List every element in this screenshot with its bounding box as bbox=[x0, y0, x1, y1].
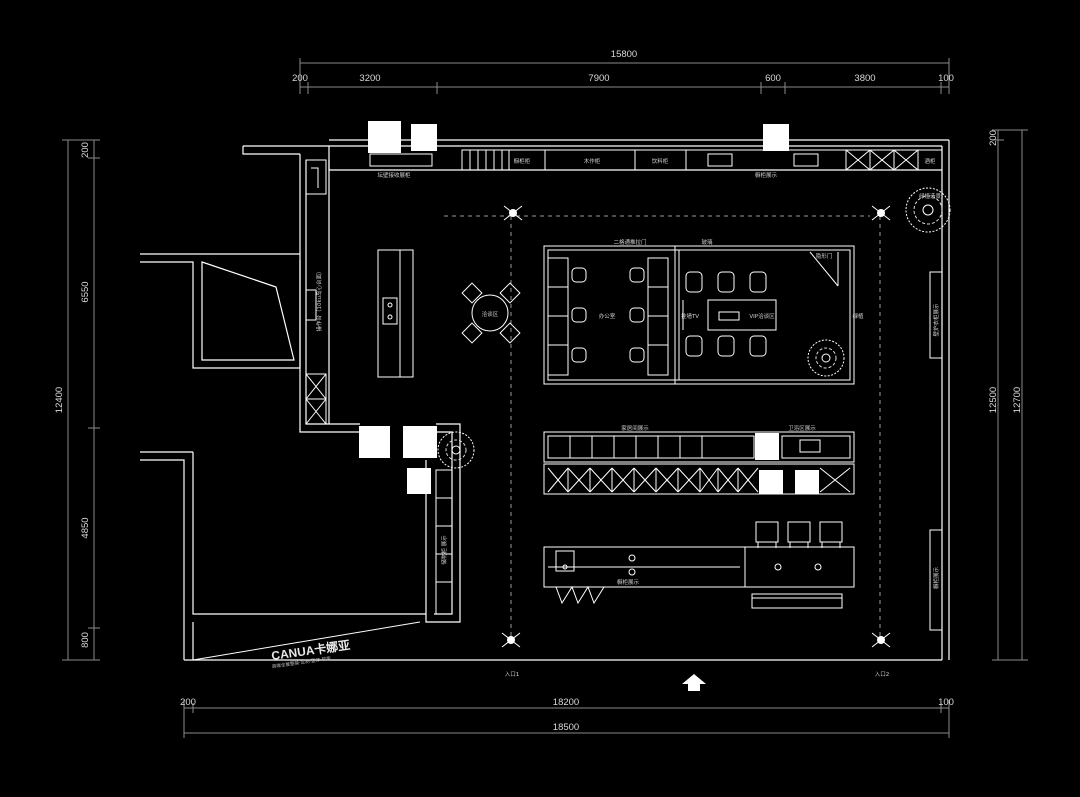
label-cabinet-3: 饮料柜 bbox=[652, 157, 669, 165]
label-left-wall-display: 储物柜 展示 bbox=[440, 535, 448, 565]
dim-right-inner: 12500 bbox=[988, 387, 999, 413]
left-lower-storage: 储物柜 展示 bbox=[435, 469, 453, 615]
label-vip: VIP洽谈区 bbox=[749, 312, 775, 320]
label-cabinet-5: 酒柜 bbox=[924, 157, 936, 165]
dim-left-seg-2: 6550 bbox=[80, 281, 91, 302]
dim-top-seg-6: 100 bbox=[938, 73, 954, 84]
spotlight-icon bbox=[871, 205, 891, 221]
entrance-1-label: 入口1 bbox=[505, 671, 520, 678]
cabinet-display-counter: 橱柜展示 bbox=[543, 521, 855, 609]
spotlight-icon bbox=[501, 632, 521, 648]
label-cabinet-4: 橱柜展示 bbox=[755, 171, 778, 179]
right-wall-displays: 壁炉衣柜展示 橱柜展示 bbox=[929, 271, 943, 631]
brand-logo: CANUA卡娜亚 高端全屋整装·定制·整体·软装 bbox=[270, 637, 351, 670]
dim-left-seg-4: 800 bbox=[80, 632, 91, 648]
up-arrow-icon bbox=[682, 674, 706, 691]
spotlight-icon bbox=[871, 632, 891, 648]
dim-right-outer: 12700 bbox=[1012, 387, 1023, 413]
label-office: 办公室 bbox=[599, 312, 616, 320]
dim-right-top: 200 bbox=[988, 130, 999, 146]
label-right-wall-display: 壁炉衣柜展示 bbox=[932, 303, 940, 337]
dim-top-seg-3: 7900 bbox=[588, 73, 609, 84]
right-dimensions: 200 12500 12700 bbox=[988, 129, 1028, 661]
dim-bottom-seg-2: 18200 bbox=[553, 697, 579, 708]
top-cabinet-row: 橱柜柜 木作柜 饮料柜 橱柜展示 酒柜 坛壁接收展柜 bbox=[369, 149, 943, 179]
columns bbox=[359, 121, 819, 494]
label-right-lower-display: 橱柜展示 bbox=[932, 567, 940, 590]
label-cabinet-1: 橱柜柜 bbox=[514, 157, 531, 165]
dim-bottom-seg-3: 100 bbox=[938, 697, 954, 708]
display-rows: 家居间展示 卫浴区展示 bbox=[543, 424, 855, 495]
tree-icon bbox=[807, 339, 845, 377]
kitchen-island bbox=[377, 249, 414, 378]
label-planter: 绿植 bbox=[852, 312, 864, 320]
spotlight-icon bbox=[503, 205, 523, 221]
dim-left-seg-3: 4850 bbox=[80, 517, 91, 538]
label-tv: 挂墙TV bbox=[681, 312, 699, 320]
label-storage-top: 坛壁接收展柜 bbox=[377, 171, 411, 179]
dim-top-seg-1: 200 bbox=[292, 73, 308, 84]
tree-icon: 绿植造景 bbox=[905, 187, 951, 233]
label-hidden-door: 隐形门 bbox=[816, 252, 833, 260]
label-home-display: 家居间展示 bbox=[621, 424, 649, 432]
office-block: 办公室 挂墙TV VIP洽谈区 二格通推拉门 玻璃 隐形门 绿植 bbox=[543, 238, 864, 385]
bottom-dimensions: 200 18200 100 18500 bbox=[180, 697, 954, 738]
dim-top-seg-5: 3800 bbox=[854, 73, 875, 84]
dim-top-seg-2: 3200 bbox=[359, 73, 380, 84]
top-dimensions: 15800 200 3200 7900 600 3800 100 bbox=[292, 49, 954, 94]
dim-top-seg-4: 600 bbox=[765, 73, 781, 84]
label-plant: 绿植造景 bbox=[919, 192, 942, 200]
label-bath-display: 卫浴区展示 bbox=[788, 424, 816, 432]
left-wall-cabinets: 操作台（10ku岛心台面） bbox=[305, 159, 327, 425]
dim-bottom-seg-1: 200 bbox=[180, 697, 196, 708]
label-office-door: 二格通推拉门 bbox=[613, 238, 646, 246]
tree-icon bbox=[437, 431, 475, 469]
dim-left-total: 12400 bbox=[54, 387, 65, 413]
entrance-2-label: 入口2 bbox=[875, 671, 890, 678]
meeting-area: 洽谈区 bbox=[461, 282, 521, 344]
label-cabinet-2: 木作柜 bbox=[584, 157, 601, 165]
label-kitchen-counter: 操作台（10ku岛心台面） bbox=[315, 268, 323, 331]
label-meeting: 洽谈区 bbox=[482, 310, 499, 318]
dim-top-total: 15800 bbox=[611, 49, 637, 60]
label-glass: 玻璃 bbox=[701, 238, 713, 246]
dim-left-seg-1: 200 bbox=[80, 142, 91, 158]
label-cabinet-display: 橱柜展示 bbox=[617, 578, 640, 586]
left-dimensions: 200 6550 12400 4850 800 bbox=[54, 139, 100, 661]
dim-bottom-total: 18500 bbox=[553, 722, 579, 733]
